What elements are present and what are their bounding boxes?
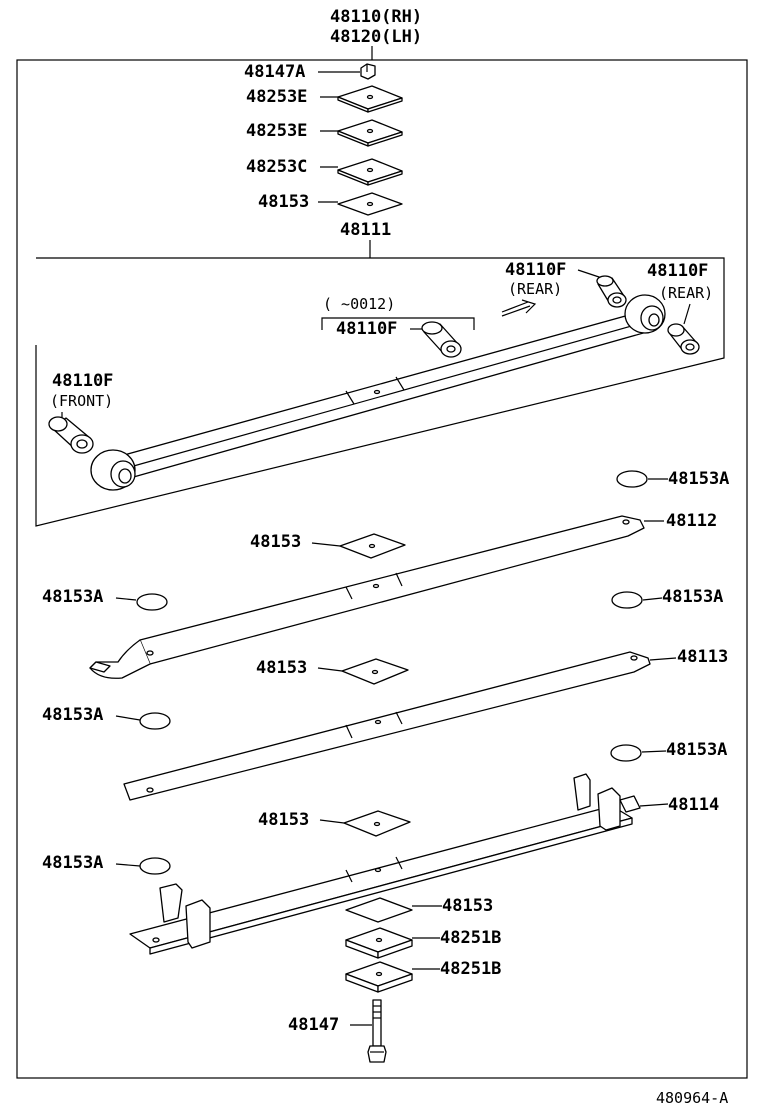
leader-insert-3 [317,667,343,672]
leader-bushing-rear1 [577,269,603,279]
pad-r2-part[interactable] [611,591,643,609]
clip-nut-part[interactable] [360,63,376,80]
pad-l2-part[interactable] [139,712,171,730]
bushing-front-part[interactable] [48,416,94,454]
spacer-c-part[interactable] [337,158,403,186]
spacer-b2-part[interactable] [345,961,413,993]
leader-insert-2 [311,542,341,547]
text-serial-range: ( ~0012) [323,295,395,313]
leaf-no4-part[interactable] [129,773,641,955]
bushing-mid-part[interactable] [421,321,462,358]
label-spacer-e2[interactable]: 48253E [246,121,307,141]
label-leaf-no1[interactable]: 48111 [340,220,391,240]
label-bushing-rear1[interactable]: 48110F [505,260,566,280]
insert-3-hole [371,669,379,675]
label-leaf-no2[interactable]: 48112 [666,511,717,531]
leader-pad-r2 [642,597,663,601]
text-front: (FRONT) [50,392,113,410]
center-bolt-part[interactable] [367,999,387,1063]
diagram-frame [16,59,748,1079]
leaf-no3-part[interactable] [123,651,651,801]
bracket-serial-range [321,317,475,330]
assembly-label-lh: 48120(LH) [330,27,422,47]
label-spacer-b1[interactable]: 48251B [440,928,501,948]
label-insert-top[interactable]: 48153 [258,192,309,212]
spacer-e2-part[interactable] [337,119,403,147]
leader-pad-l2 [115,715,141,721]
pad-l1-part[interactable] [136,593,168,611]
leader-insert-4 [319,819,345,824]
leader-leaf-no4 [639,803,669,807]
leader-pad-l3 [115,863,141,867]
label-clip-nut[interactable]: 48147A [244,62,305,82]
label-pad-l1[interactable]: 48153A [42,587,103,607]
bushing-rear2-part[interactable] [667,323,700,355]
label-pad-l3[interactable]: 48153A [42,853,103,873]
insert-2-hole [368,543,376,549]
label-spacer-c[interactable]: 48253C [246,157,307,177]
label-spacer-b2[interactable]: 48251B [440,959,501,979]
label-center-bolt[interactable]: 48147 [288,1015,339,1035]
label-pad-r1[interactable]: 48153A [668,469,729,489]
insert-4-hole [373,821,381,827]
label-bushing-front[interactable]: 48110F [52,371,113,391]
leader-leaf-no3 [649,657,677,661]
leader-pad-l1 [115,597,137,601]
insert-5-part[interactable] [345,897,413,923]
label-insert-4[interactable]: 48153 [258,810,309,830]
leaf-no1-part[interactable] [90,294,666,491]
label-insert-2[interactable]: 48153 [250,532,301,552]
label-insert-3[interactable]: 48153 [256,658,307,678]
direction-arrow [501,299,537,317]
label-bushing-rear2[interactable]: 48110F [647,261,708,281]
spacer-e1-part[interactable] [337,85,403,113]
insert-top-part[interactable] [337,192,403,216]
label-pad-r3[interactable]: 48153A [666,740,727,760]
label-leaf-no4[interactable]: 48114 [668,795,719,815]
label-pad-r2[interactable]: 48153A [662,587,723,607]
bushing-rear1-part[interactable] [596,275,627,308]
leaf-no2-part[interactable] [89,515,645,679]
pad-r1-part[interactable] [616,470,648,488]
leaf-no1-subframe [35,257,725,527]
label-leaf-no3[interactable]: 48113 [677,647,728,667]
label-spacer-e1[interactable]: 48253E [246,87,307,107]
text-rear1: (REAR) [508,280,562,298]
leader-pad-r3 [641,750,667,753]
label-pad-l2[interactable]: 48153A [42,705,103,725]
assembly-label-rh: 48110(RH) [330,7,422,27]
leader-bushing-rear2 [683,303,691,325]
pad-l3-part[interactable] [139,857,171,875]
label-bushing-mid[interactable]: 48110F [336,319,397,339]
spacer-b1-part[interactable] [345,927,413,959]
pad-r3-part[interactable] [610,744,642,762]
figure-reference: 480964-A [656,1089,728,1107]
text-rear2: (REAR) [659,284,713,302]
label-insert-5[interactable]: 48153 [442,896,493,916]
